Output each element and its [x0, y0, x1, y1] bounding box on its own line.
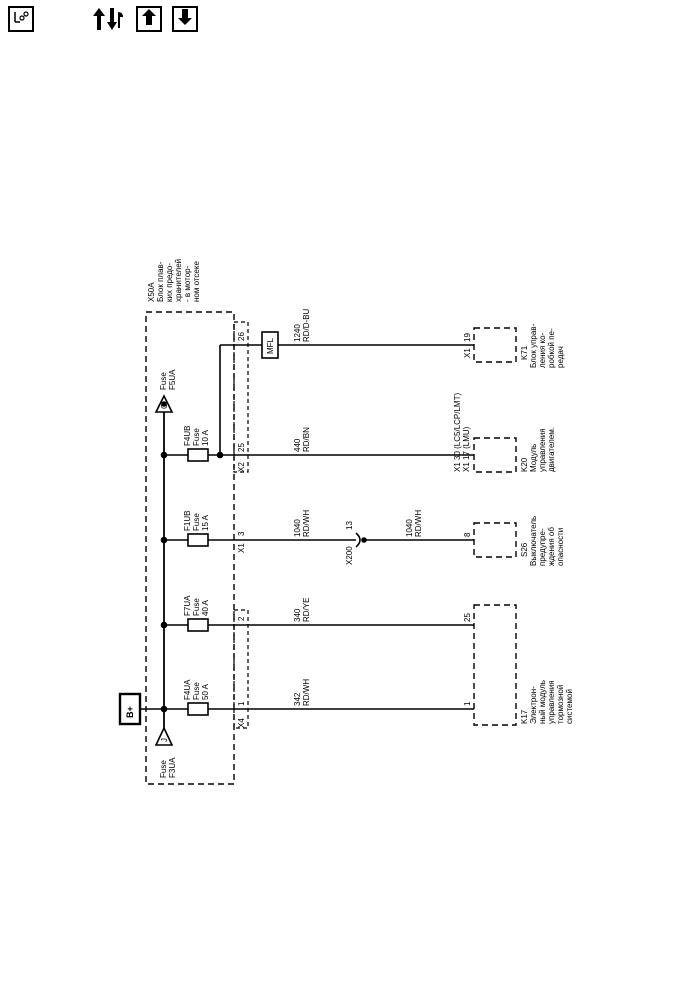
block-title-2: ких предо-: [165, 263, 174, 302]
block-title-3: хранителей: [174, 259, 183, 302]
k17-desc-1: Электрон-: [529, 686, 538, 724]
fuse-f4ub-ref: F4UB: [183, 426, 192, 446]
wire-342-color: RD/WH: [302, 679, 311, 706]
fuse-block-outline: [145, 311, 235, 785]
s26-desc-4: опасности: [556, 528, 565, 566]
k20-desc-3: двигателем.: [547, 427, 556, 472]
pin-3: 3: [237, 531, 246, 536]
wire-340-color: RD/YE: [302, 598, 311, 622]
tools-icon: [90, 8, 126, 38]
fuse-f5ua-letter: O: [160, 403, 169, 409]
s26-desc-2: предупре-: [538, 528, 547, 566]
previous-page-button[interactable]: [136, 6, 162, 32]
block-title-5: ном отсеке: [192, 261, 201, 302]
k71-ref: K71: [520, 345, 529, 360]
fuse-f3ua-letter: J: [160, 738, 169, 742]
conn-x4: X4: [237, 718, 246, 728]
component-locator-button[interactable]: [8, 6, 34, 32]
block-title-4: - в мотор-: [183, 265, 192, 302]
block-code: X50A: [147, 282, 156, 302]
k71-conn: X1: [463, 348, 472, 358]
k20-desc-1: Модуль: [529, 444, 538, 472]
k17-ref: K17: [520, 709, 529, 724]
fuse-f4ua-ref: F4UA: [183, 679, 192, 700]
fuse-f3ua-label-1: Fuse: [159, 760, 168, 778]
fuse-f5ua-label-1: Fuse: [159, 372, 168, 390]
wire-342-circuit: 342: [293, 692, 302, 706]
wire-after-splice-color: RD/WH: [414, 510, 423, 537]
splice-pin: 13: [345, 521, 354, 530]
pin-26: 26: [237, 332, 246, 341]
fuse-f5ua-label-2: F5UA: [168, 369, 177, 390]
arrow-up-icon: [141, 8, 157, 31]
s26-desc-1: Выключатель: [529, 516, 538, 566]
splice-ref: X200: [345, 546, 354, 565]
k20-line-1: X1 30 (LC5/LCP/LMT): [453, 393, 462, 472]
k17-desc-2: ный модуль: [538, 680, 547, 724]
battery-label: B+: [125, 706, 135, 718]
s26-pin: 8: [463, 532, 472, 537]
tools-button[interactable]: [90, 4, 126, 39]
fuse-f4ub-amps: 10 A: [201, 429, 210, 446]
s26-switch-box: [473, 522, 517, 558]
k17-pin-1: 1: [463, 701, 472, 706]
k20-ref: K20: [520, 457, 529, 472]
s26-ref: S26: [520, 542, 529, 557]
k71-module-box: [473, 327, 517, 363]
fuse-f1ub-amps: 15 A: [201, 514, 210, 531]
k17-desc-5: системой: [565, 689, 574, 724]
k20-module-box: [473, 437, 517, 473]
pin-1: 1: [237, 701, 246, 706]
block-title-1: Блок плав-: [156, 261, 165, 302]
pin-25: 25: [237, 443, 246, 452]
fuse-f7ua-amps: 40 A: [201, 599, 210, 616]
k71-desc-2: ления ко-: [538, 332, 547, 368]
fuse-f7ua-ref: F7UA: [183, 595, 192, 616]
connector-x4-outline: [233, 609, 249, 729]
fuse-f4ub-rating: Fuse: [192, 428, 201, 446]
wire-1240-circuit: 1240: [293, 324, 302, 342]
wire-1040-color: RD/WH: [302, 510, 311, 537]
wire-440-color: RD/BN: [302, 427, 311, 452]
component-locator-icon: [12, 8, 30, 31]
mfl-label: MFL: [266, 337, 275, 354]
fuse-f1ub-ref: F1UB: [183, 511, 192, 531]
k17-desc-4: тормозной: [556, 685, 565, 724]
next-page-button[interactable]: [172, 6, 198, 32]
k71-pin: 19: [463, 333, 472, 342]
k17-module-box: [473, 604, 517, 726]
fuse-f3ua-label-2: F3UA: [168, 757, 177, 778]
wire-after-splice-circuit: 1040: [405, 519, 414, 537]
pin-2: 2: [237, 616, 246, 621]
k20-line-2: X1 17 (LMU): [462, 426, 471, 472]
k17-pin-25: 25: [463, 613, 472, 622]
wire-1240-color: RD/D-BU: [302, 308, 311, 342]
fuse-f4ua-rating: Fuse: [192, 682, 201, 700]
fuse-f7ua-rating: Fuse: [192, 598, 201, 616]
k17-desc-3: управления: [547, 680, 556, 724]
fuse-f4ua-amps: 50 A: [201, 683, 210, 700]
wire-1040-circuit: 1040: [293, 519, 302, 537]
fuse-f1ub-rating: Fuse: [192, 513, 201, 531]
arrow-down-icon: [177, 8, 193, 31]
wire-440-circuit: 440: [293, 438, 302, 452]
wire-340-circuit: 340: [293, 608, 302, 622]
k71-desc-3: робкой пе-: [547, 328, 556, 368]
conn-x2: X2: [237, 462, 246, 472]
s26-desc-3: ждения об: [547, 527, 556, 566]
connector-x2-outline: [233, 321, 249, 473]
k71-desc-4: редач: [556, 346, 565, 368]
k20-desc-2: управления: [538, 428, 547, 472]
k71-desc-1: Блок управ-: [529, 323, 538, 368]
conn-x1: X1: [237, 543, 246, 553]
